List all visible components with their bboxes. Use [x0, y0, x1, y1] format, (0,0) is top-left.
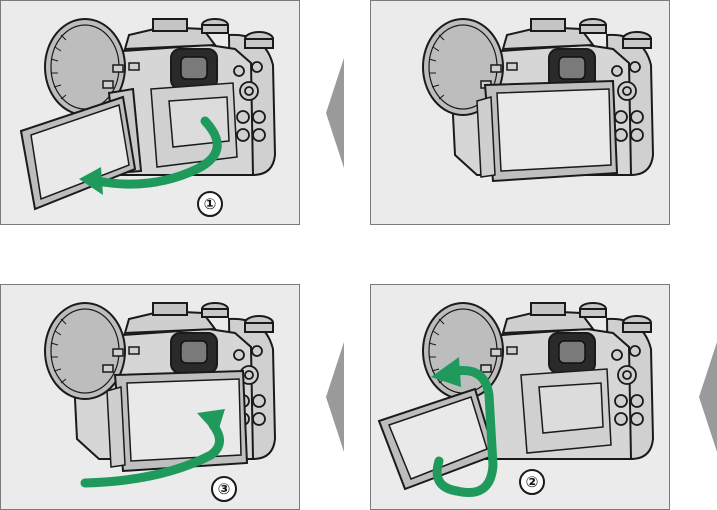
panel-step-3: ③ — [0, 284, 300, 510]
camera-monitor-closed-illustration — [422, 18, 654, 182]
panel-initial — [370, 0, 670, 225]
step-number-label: ② — [519, 469, 545, 495]
chevron-left-icon — [326, 342, 344, 452]
camera-monitor-flipped-out-illustration — [19, 18, 276, 211]
chevron-left-icon — [699, 342, 717, 452]
step-number-label: ③ — [211, 476, 237, 502]
camera-monitor-closing-illustration — [44, 302, 276, 488]
camera-monitor-rotating-illustration — [377, 302, 654, 497]
chevron-left-icon — [326, 58, 344, 168]
rotate-arrow — [80, 420, 224, 488]
rotate-arrow — [92, 116, 222, 189]
rotate-arrow — [452, 366, 498, 497]
panel-step-2: ② — [370, 284, 670, 510]
panel-step-1: ① — [0, 0, 300, 225]
step-number-label: ① — [197, 191, 223, 217]
